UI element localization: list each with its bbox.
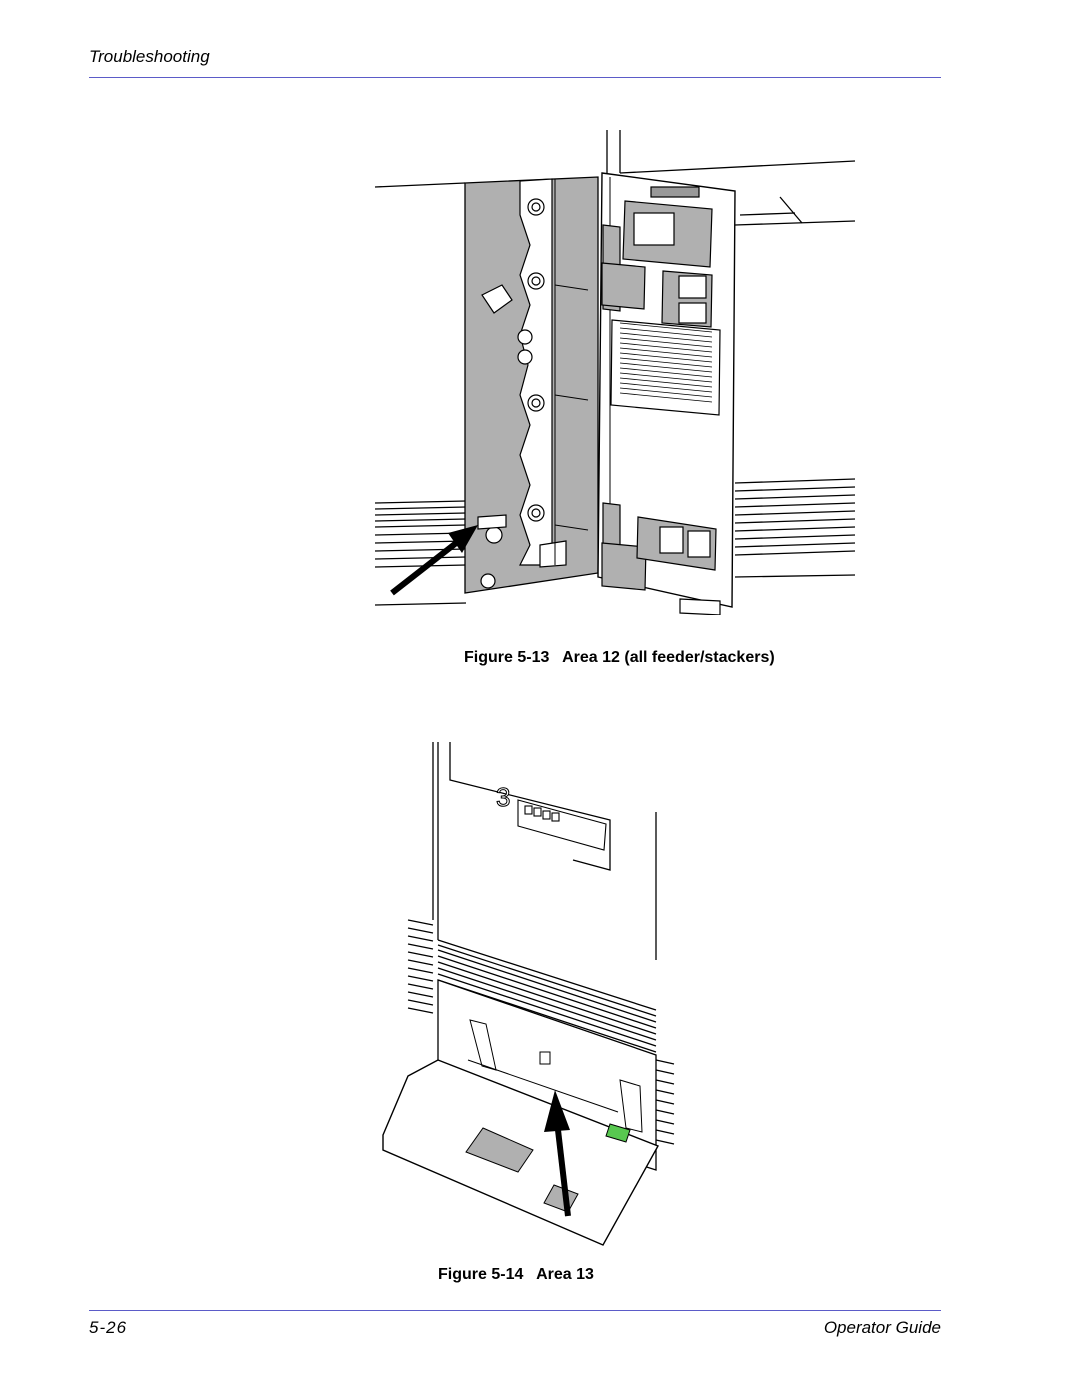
section-title: Troubleshooting <box>89 47 210 66</box>
header-rule <box>89 77 941 78</box>
footer-rule <box>89 1310 941 1311</box>
figure-area-13-illustration: 3 <box>382 742 675 1246</box>
figure-caption: Figure 5-14 Area 13 <box>438 1266 594 1283</box>
figure-caption: Figure 5-13 Area 12 (all feeder/stackers… <box>464 649 775 666</box>
panel-number-label: 3 <box>496 782 510 812</box>
page-number: 5-26 <box>89 1318 128 1337</box>
document-title: Operator Guide <box>823 1318 941 1337</box>
figure-area-12-illustration <box>374 130 856 615</box>
